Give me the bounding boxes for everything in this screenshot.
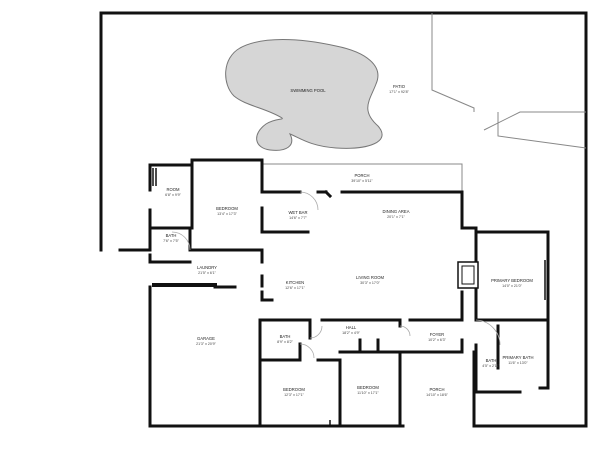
porch-top-outline [261,163,463,192]
label-laundry: LAUNDRY [197,265,217,270]
patio-outline [431,13,587,149]
label-wet-bar: WET BAR [288,210,307,215]
dim-kitchen: 12'6" x 17'1" [285,286,305,290]
label-porch-top: PORCH [354,173,369,178]
garage-door [152,283,217,287]
dim-dining-area: 20'1" x 7'1" [387,215,405,219]
dim-garage: 21'3" x 20'9" [196,342,216,346]
label-foyer: FOYER [430,332,444,337]
label-kitchen: KITCHEN [286,280,304,285]
dim-primary-bath: 11'6" x 13'0" [508,361,528,365]
dim-bath-mid: 8'9" x 8'2" [277,340,293,344]
dim-wet-bar: 14'6" x 7'7" [289,216,307,220]
dim-bath-nw: 7'6" x 7'5" [163,239,179,243]
label-room: ROOM [166,187,180,192]
interior-walls [118,158,550,428]
label-dining-area: DINING AREA [383,209,410,214]
dim-living-room: 30'3" x 17'0" [360,281,380,285]
window-marks [149,168,546,426]
label-hall: HALL [346,325,357,330]
door-swings [171,191,501,359]
dim-patio: 17'1" x 92'8" [389,90,409,94]
dim-bedroom-sw: 12'3" x 17'1" [284,393,304,397]
label-swimming-pool: SWIMMING POOL [290,88,326,93]
label-porch-front: PORCH [429,387,444,392]
label-garage: GARAGE [197,336,215,341]
dim-laundry: 21'5" x 6'1" [198,271,216,275]
property-boundary [99,11,588,428]
fireplace [457,261,479,289]
dim-bedroom-s: 11'10" x 17'1" [357,391,379,395]
dim-porch-front: 14'10" x 18'6" [426,393,448,397]
label-bath-mid: BATH [280,334,291,339]
label-bath-primary-wc: BATH [486,358,497,363]
dim-foyer: 10'2" x 6'3" [428,338,446,342]
dim-room: 6'8" x 9'9" [165,193,181,197]
dim-primary-bedroom: 14'0" x 21'0" [502,284,522,288]
label-living-room: LIVING ROOM [356,275,384,280]
dim-bedroom-nw: 13'4" x 17'3" [217,212,237,216]
dim-hall: 18'2" x 4'9" [342,331,360,335]
label-primary-bath: PRIMARY BATH [503,355,534,360]
label-bedroom-s: BEDROOM [357,385,379,390]
label-primary-bedroom: PRIMARY BEDROOM [491,278,533,283]
dim-bath-primary-wc: 4'5" x 2'11" [482,364,500,368]
label-bedroom-sw: BEDROOM [283,387,305,392]
swimming-pool [225,39,383,151]
label-bath-nw: BATH [166,233,177,238]
label-patio: PATIO [393,84,406,89]
label-bedroom-nw: BEDROOM [216,206,238,211]
room-labels: SWIMMING POOL PATIO 17'1" x 92'8" PORCH … [163,84,533,397]
dim-porch-top: 39'10" x 5'11" [351,179,373,183]
